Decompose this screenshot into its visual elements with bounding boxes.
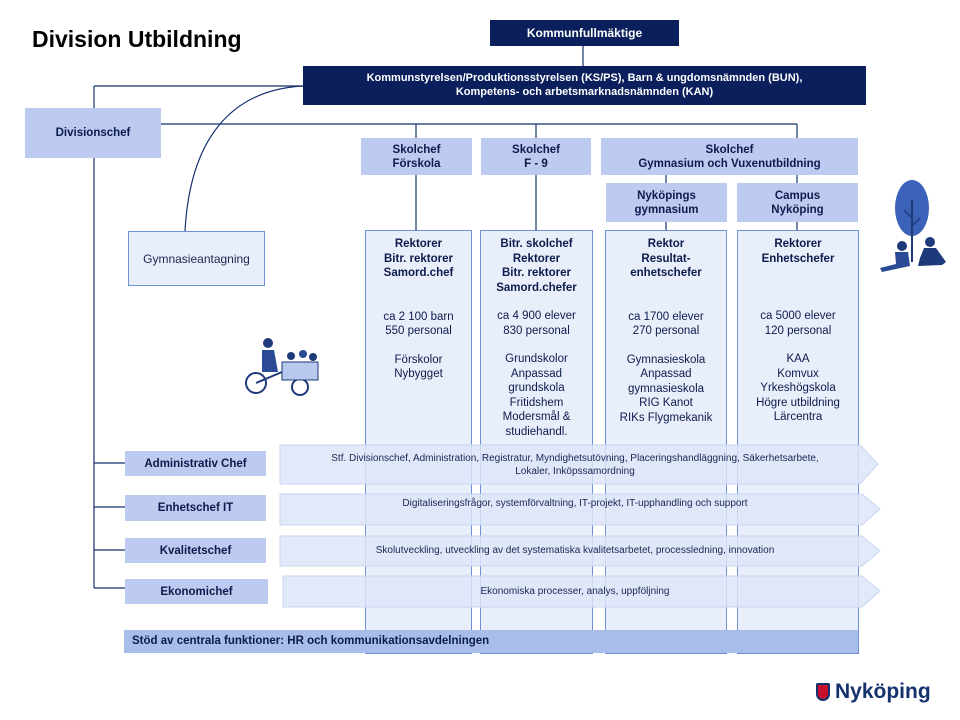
- kommunfullmaktige-box: Kommunfullmäktige: [490, 20, 679, 46]
- column-head-line: Bitr. rektorer: [383, 252, 454, 265]
- column-unit: Förskolor: [394, 353, 443, 366]
- description-line: Ekonomiska processer, analys, uppföljnin…: [480, 586, 670, 597]
- role-admin-description: Stf. Divisionschef, Administration, Regi…: [300, 452, 850, 478]
- column-unit: gymnasieskola: [627, 382, 705, 395]
- column-stat: 830 personal: [503, 324, 570, 337]
- column-unit: KAA: [786, 353, 810, 365]
- column-stat: 120 personal: [764, 324, 832, 337]
- column-unit: Nybygget: [394, 368, 443, 380]
- cargo-bike-illustration: [245, 338, 319, 396]
- column-stat: ca 5000 elever: [760, 310, 836, 322]
- column-head-line: Rektor: [647, 238, 685, 250]
- nykoping-logo: Nyköping: [816, 680, 931, 704]
- role-quality-chief: Kvalitetschef: [125, 538, 266, 563]
- column-unit: Yrkeshögskola: [760, 382, 836, 394]
- page-title: Division Utbildning: [32, 26, 242, 52]
- school-chief-area: Gymnasium och Vuxenutbildning: [638, 157, 821, 170]
- support-bar: Stöd av centrala funktioner: HR och komm…: [124, 630, 858, 653]
- column-stat: ca 1700 elever: [628, 310, 704, 323]
- logo-text: Nyköping: [835, 680, 931, 703]
- column-unit: Grundskolor: [505, 353, 568, 365]
- tree-people-illustration: [880, 180, 946, 272]
- kommunfullmaktige-label: Kommunfullmäktige: [526, 26, 643, 40]
- admissions-box: Gymnasieantagning: [128, 231, 265, 286]
- column-head-line: Rektorer: [512, 252, 561, 265]
- column-stat: ca 2 100 barn: [383, 310, 454, 323]
- column-stat: ca 4 900 elever: [497, 310, 576, 322]
- division-chief-box: Divisionschef: [25, 108, 161, 158]
- column-unit: RIG Kanot: [639, 397, 693, 409]
- admissions-label: Gymnasieantagning: [143, 251, 250, 266]
- column-head-line: Bitr. rektorer: [501, 267, 572, 279]
- column-head-line: Rektorer: [394, 238, 443, 250]
- arrow-band-admin: [279, 444, 879, 485]
- role-label: Ekonomichef: [160, 585, 233, 598]
- role-economy-description: Ekonomiska processer, analys, uppföljnin…: [300, 585, 850, 598]
- description-line: Stf. Divisionschef, Administration, Regi…: [331, 453, 819, 464]
- column-unit: Fritidshem: [509, 396, 564, 409]
- column-head-line: Samord.chef: [383, 267, 454, 279]
- description-line: Lokaler, Inköpssamordning: [515, 466, 635, 477]
- crest-icon: [816, 683, 830, 701]
- sub-unit-line-1: Campus: [774, 189, 821, 202]
- description-line: Skolutveckling, utveckling av det system…: [375, 545, 775, 556]
- column-head-line: Rektorer: [774, 238, 822, 250]
- sub-unit-nykopings-gymnasium: Nyköpings gymnasium: [606, 183, 727, 222]
- description-line: Digitaliseringsfrågor, systemförvaltning…: [402, 498, 748, 509]
- school-chief-forskola: Skolchef Förskola: [361, 138, 472, 175]
- school-chief-f9: Skolchef F - 9: [481, 138, 591, 175]
- support-bar-label: Stöd av centrala funktioner: HR och komm…: [132, 635, 490, 647]
- column-head-line: Samord.chefer: [496, 281, 577, 294]
- role-label: Kvalitetschef: [159, 544, 232, 557]
- column-unit: Lärcentra: [773, 411, 823, 423]
- role-it-chief: Enhetschef IT: [125, 495, 266, 521]
- board-box: Kommunstyrelsen/Produktionsstyrelsen (KS…: [303, 66, 866, 105]
- column-unit: studiehandl.: [505, 425, 568, 438]
- sub-unit-line-1: Nyköpings: [637, 189, 696, 202]
- school-chief-area: F - 9: [524, 157, 548, 170]
- sub-unit-campus-nykoping: Campus Nyköping: [737, 183, 858, 222]
- column-unit: Högre utbildning: [756, 396, 840, 409]
- role-economy-chief: Ekonomichef: [125, 579, 268, 604]
- school-chief-title: Skolchef: [705, 143, 754, 156]
- role-admin-chief: Administrativ Chef: [125, 451, 266, 476]
- role-label: Administrativ Chef: [144, 457, 247, 470]
- column-unit: grundskola: [508, 382, 565, 394]
- board-line-1: Kommunstyrelsen/Produktionsstyrelsen (KS…: [366, 72, 803, 84]
- column-head-line: Resultat-: [641, 252, 691, 265]
- column-stat: 270 personal: [632, 325, 700, 337]
- column-stat: 550 personal: [385, 325, 452, 337]
- column-head-line: Bitr. skolchef: [500, 238, 573, 250]
- sub-unit-line-2: Nyköping: [771, 203, 824, 216]
- board-line-2: Kompetens- och arbetsmarknadsnämnden (KA…: [455, 86, 714, 98]
- role-it-description: Digitaliseringsfrågor, systemförvaltning…: [300, 497, 850, 510]
- column-unit: Gymnasieskola: [626, 353, 706, 366]
- school-chief-title: Skolchef: [512, 143, 560, 156]
- column-unit: Anpassad: [510, 367, 563, 380]
- role-label: Enhetschef IT: [157, 502, 234, 514]
- sub-unit-line-2: gymnasium: [634, 203, 699, 216]
- arrow-band-quality: [279, 535, 881, 567]
- column-unit: Komvux: [777, 367, 819, 380]
- arrow-band-economy: [282, 575, 881, 608]
- column-unit: Modersmål &: [502, 411, 571, 423]
- school-chief-title: Skolchef: [392, 143, 441, 156]
- column-head-line: Enhetschefer: [761, 252, 835, 265]
- arrow-band-it: [279, 493, 881, 526]
- column-unit: RIKs Flygmekanik: [619, 411, 713, 424]
- school-chief-gymnasium: Skolchef Gymnasium och Vuxenutbildning: [601, 138, 858, 175]
- division-chief-label: Divisionschef: [55, 127, 131, 139]
- role-quality-description: Skolutveckling, utveckling av det system…: [300, 544, 850, 557]
- school-chief-area: Förskola: [392, 157, 441, 170]
- column-unit: Anpassad: [640, 368, 692, 380]
- column-head-line: enhetschefer: [630, 267, 702, 279]
